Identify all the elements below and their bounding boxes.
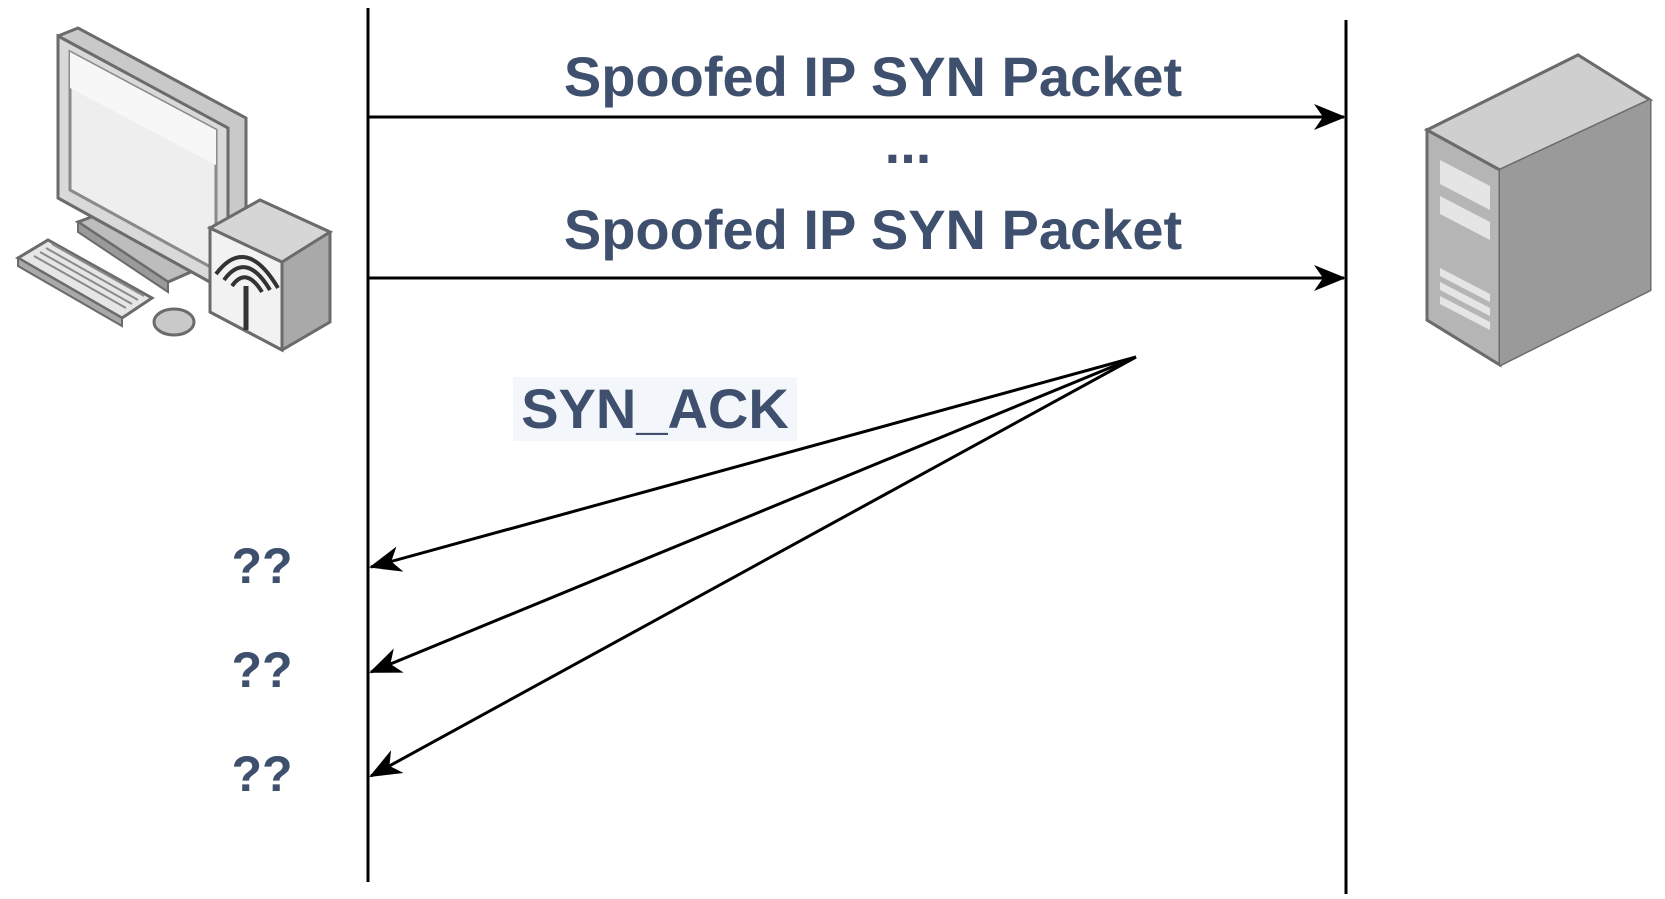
syn-label-top: Spoofed IP SYN Packet [564, 45, 1182, 108]
desktop-computer-icon [15, 26, 334, 353]
syn-ack-highlight [513, 377, 797, 441]
syn-label-bottom: Spoofed IP SYN Packet [564, 198, 1182, 261]
unknown-marker-1: ?? [231, 538, 292, 594]
unknown-marker-3: ?? [231, 746, 292, 802]
syn-ack-arrow-2 [369, 355, 1137, 674]
unknown-marker-2: ?? [231, 642, 292, 698]
syn-ack-label: SYN_ACK [521, 377, 789, 440]
server-tower-icon [1423, 53, 1654, 368]
ellipsis-label: ... [885, 112, 932, 175]
syn-ack-arrow-3 [369, 355, 1137, 778]
syn-ack-arrow-1 [369, 355, 1137, 572]
